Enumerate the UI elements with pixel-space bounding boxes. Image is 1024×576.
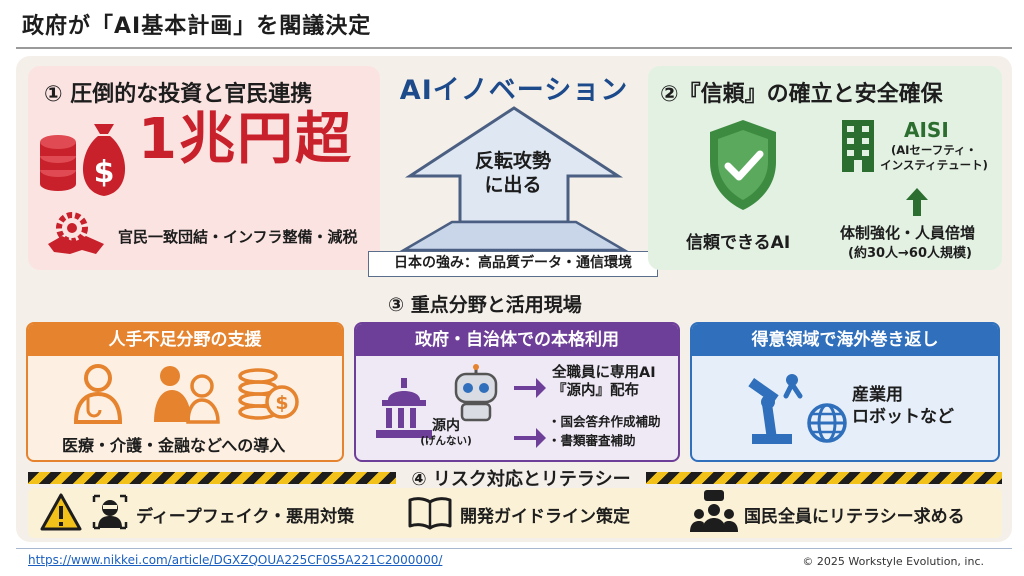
doctor-icon (73, 364, 123, 424)
globe-icon (807, 403, 847, 443)
box-b-line1: 全職員に専用AI (552, 365, 656, 381)
staff-label: (約30人→60人規模) (848, 246, 972, 261)
box-b-header: 政府・自治体での本格利用 (356, 324, 678, 356)
section3-heading: ③ 重点分野と活用現場 (388, 294, 582, 316)
box-b-uses: ・国会答弁作成補助 ・書類審査補助 (548, 412, 661, 451)
svg-text:$: $ (275, 392, 288, 414)
risk-item3: 国民全員にリテラシー求める (744, 507, 965, 527)
box-b-line2: 『源内』配布 (552, 383, 639, 400)
arrow-text: 反転攻勢 に出る (448, 150, 578, 198)
box-c-line2: ロボットなど (852, 407, 954, 428)
section4-heading: ④ リスク対応とリテラシー (396, 465, 646, 491)
risk-item1: ディープフェイク・悪用対策 (136, 507, 355, 527)
section1-heading: ① 圧倒的な投資と官民連携 (44, 82, 313, 107)
robot-icon (454, 364, 498, 422)
section2-heading: ②『信頼』の確立と安全確保 (660, 82, 943, 107)
parliament-icon (376, 378, 432, 438)
investment-amount: 1兆円超 (138, 107, 353, 172)
hazard-stripe-left (28, 472, 396, 484)
footer-divider (16, 548, 1012, 549)
box-c-text: 産業用 ロボットなど (852, 384, 954, 428)
box-c-header: 得意領域で海外巻き返し (692, 324, 998, 356)
warning-icon (40, 493, 82, 531)
source-link[interactable]: https://www.nikkei.com/article/DGXZQOUA2… (28, 553, 443, 567)
genai-name: 源内 (432, 418, 460, 434)
aisi-subtitle-line1: (AIセーフティ・ (890, 143, 978, 157)
arrow-line1: 反転攻勢 (474, 150, 551, 172)
box-c-line1: 産業用 (852, 385, 903, 405)
robot-arm-icon (748, 374, 803, 444)
svg-text:$: $ (94, 155, 115, 190)
gear-handshake-icon (48, 212, 104, 254)
people-icon (690, 490, 738, 532)
aisi-title: AISI (904, 118, 949, 142)
book-icon (408, 497, 452, 530)
arrow-right-icon (514, 378, 546, 448)
japan-strength-label: 日本の強み：高品質データ・通信環境 (368, 251, 658, 277)
copyright-text: © 2025 Workstyle Evolution, inc. (802, 555, 984, 568)
box-a-text: 医療・介護・金融などへの導入 (62, 436, 286, 455)
genai-reading: (げんない) (420, 434, 472, 447)
coin-dollar-icon: $ (238, 368, 299, 420)
trusted-ai-label: 信頼できるAI (686, 233, 791, 253)
coin-stack-icon (40, 135, 76, 191)
section1-subtext: 官民一致団結・インフラ整備・減税 (118, 228, 358, 246)
box-b-item1: ・国会答弁作成補助 (548, 414, 661, 429)
risk-band (28, 488, 1002, 538)
section2-panel (648, 66, 1002, 270)
hazard-stripe-right (646, 472, 1002, 484)
money-bag-icon: $ (40, 124, 126, 196)
hacker-icon (92, 494, 128, 530)
aisi-subtitle-line2: インスティテュート) (880, 157, 988, 172)
arrow-line2: に出る (484, 173, 542, 196)
caregiver-icon (154, 366, 220, 424)
title-divider (16, 47, 1012, 49)
shield-check-icon (710, 120, 776, 210)
page-title: 政府が「AI基本計画」を閣議決定 (22, 14, 372, 39)
aisi-subtitle: (AIセーフティ・ インスティテュート) (874, 143, 994, 173)
building-icon (842, 120, 874, 172)
innovation-heading: AIイノベーション (399, 75, 629, 106)
box-a-header: 人手不足分野の支援 (28, 324, 342, 356)
box-b-item2: ・書類審査補助 (548, 433, 636, 449)
genai-label: 源内 (げんない) (404, 418, 488, 447)
up-arrow-icon (399, 106, 629, 252)
overseas-comeback-box: 得意領域で海外巻き返し (690, 322, 1000, 462)
up-arrow-icon (906, 188, 928, 216)
strengthen-label: 体制強化・人員倍増 (840, 224, 976, 242)
risk-item2: 開発ガイドライン策定 (460, 507, 630, 527)
box-b-distribution: 全職員に専用AI 『源内』配布 (552, 364, 656, 400)
